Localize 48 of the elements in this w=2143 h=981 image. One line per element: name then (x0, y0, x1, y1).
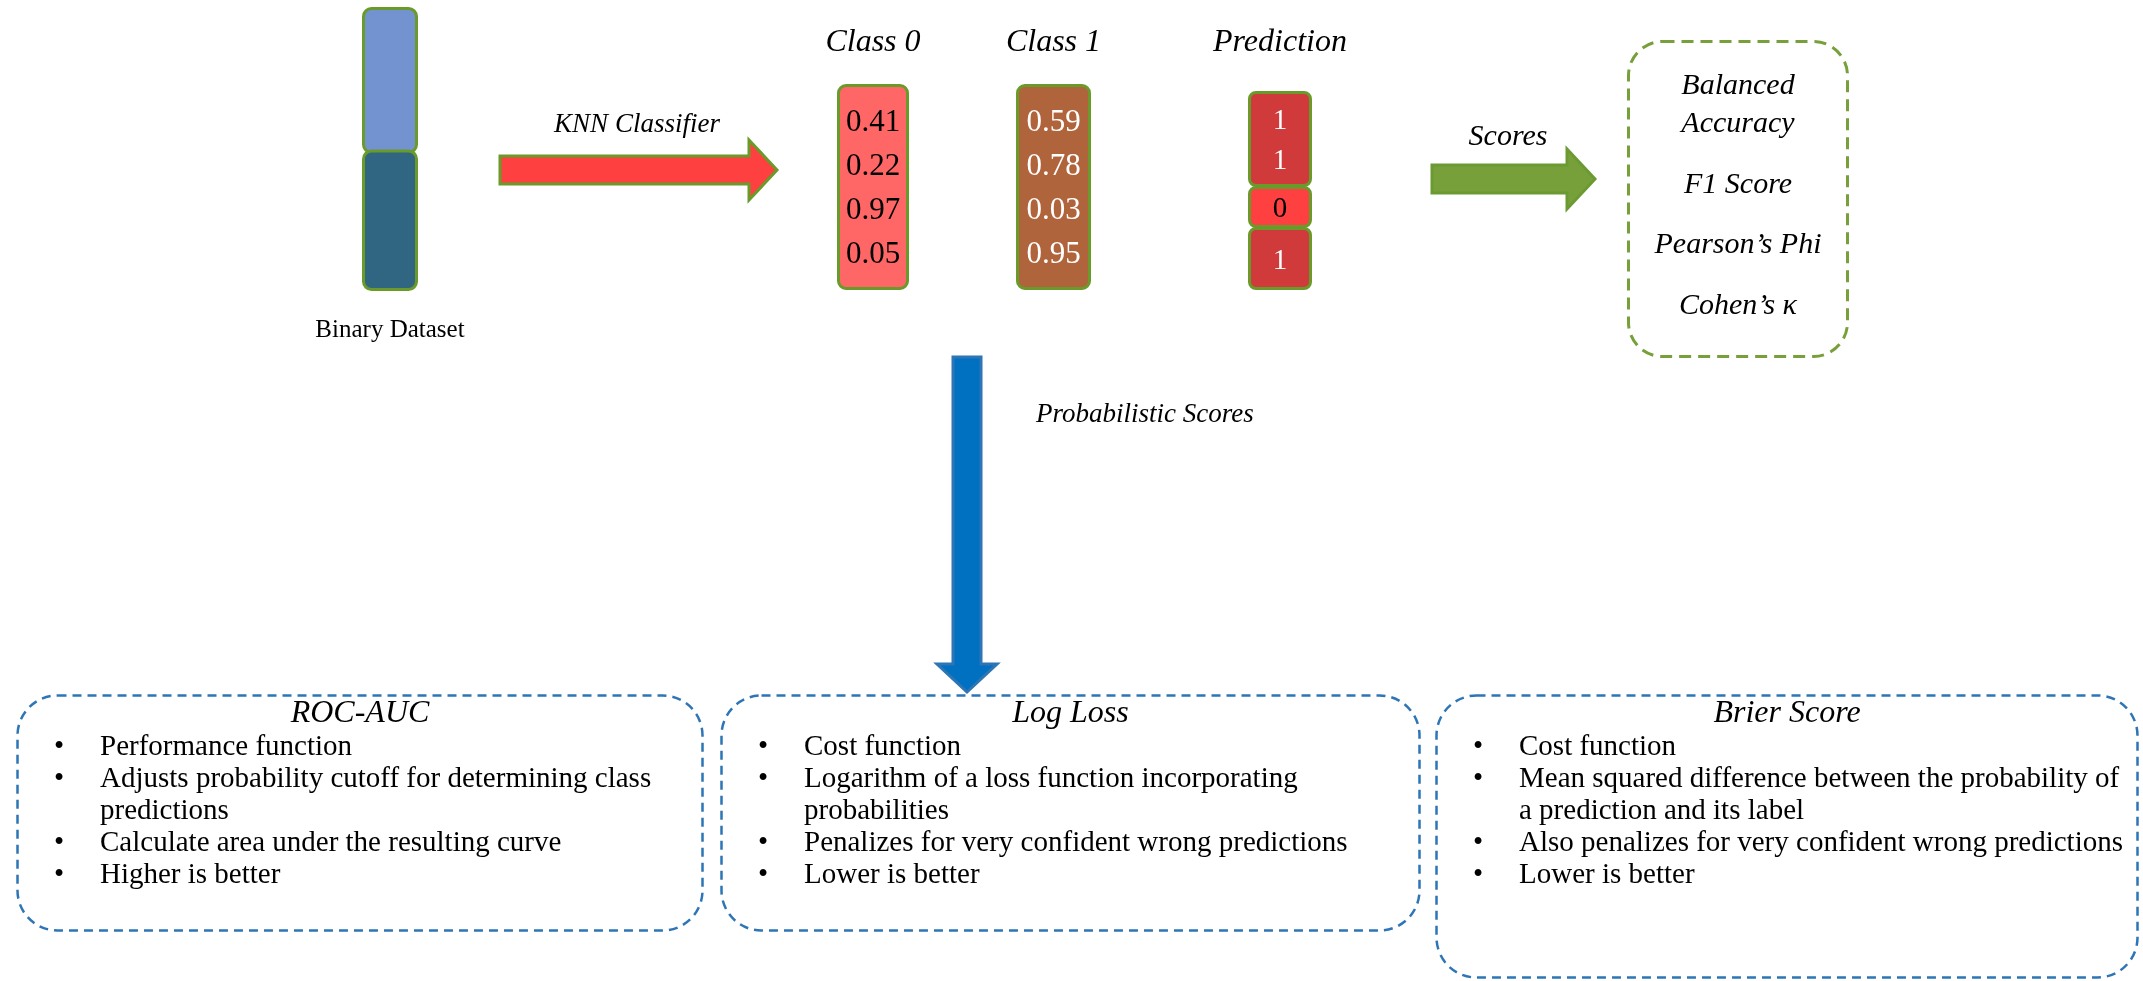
predicted-class: 1 (1272, 102, 1288, 137)
bullet-item: • Cost function (1473, 729, 1678, 761)
block-arrow (933, 355, 1001, 695)
column-heading: Prediction (1213, 22, 1347, 59)
probability-value: 0.59 (1026, 102, 1081, 140)
metric-card (16, 694, 704, 932)
bullet-item: • Lower is better (758, 857, 981, 889)
metric-card (1435, 694, 2139, 979)
bullet-item: • Mean squared difference between the probability of a prediction and its label (1473, 761, 2121, 825)
metric-name: Cohen’s κ (1678, 285, 1798, 322)
bullet-item: • Also penalizes for very confident wrong predictions (1473, 825, 2124, 857)
predicted-class: 1 (1272, 241, 1288, 277)
probability-value: 0.95 (1026, 234, 1081, 272)
block-arrow (498, 136, 780, 204)
card-title: Log Loss (1011, 694, 1130, 729)
dataset-bar (362, 7, 418, 291)
predicted-class: 0 (1272, 190, 1288, 225)
metric-name: Balanced Accuracy (1678, 66, 1796, 141)
prediction-cell (1248, 91, 1312, 187)
bullet-item: • Adjusts probability cutoff for determining class predictions (54, 761, 653, 825)
prediction-cell (1248, 186, 1312, 228)
probability-value: 0.03 (1026, 190, 1081, 228)
probability-value: 0.78 (1026, 146, 1081, 184)
probability-column (837, 84, 909, 290)
card-title: ROC-AUC (289, 694, 431, 729)
bullet-item: • Logarithm of a loss function incorporating probabilities (758, 761, 1299, 825)
column-heading: Class 1 (1005, 22, 1102, 59)
probability-value: 0.22 (845, 146, 901, 184)
block-arrow (1430, 145, 1598, 213)
dataset-caption: Binary Dataset (315, 315, 465, 343)
predicted-class: 1 (1272, 142, 1288, 177)
bullet-item: • Cost function (758, 729, 963, 761)
column-heading: Class 0 (825, 22, 921, 59)
bullet-item: • Penalizes for very confident wrong predictions (758, 825, 1349, 857)
metric-card (720, 694, 1421, 932)
metric-name: Pearson’s Phi (1653, 225, 1823, 262)
prediction-cell (1248, 227, 1312, 290)
bullet-item: • Calculate area under the resulting curve (54, 825, 563, 857)
probability-value: 0.97 (845, 190, 901, 228)
bullet-item: • Higher is better (54, 857, 282, 889)
probability-value: 0.05 (845, 234, 901, 272)
metrics-box (1627, 40, 1849, 358)
bullet-item: • Lower is better (1473, 857, 1696, 889)
probability-value: 0.41 (845, 102, 901, 140)
metric-name: F1 Score (1683, 164, 1793, 201)
card-title: Brier Score (1712, 694, 1862, 729)
bullet-item: • Performance function (54, 729, 354, 761)
probability-column (1016, 84, 1091, 290)
